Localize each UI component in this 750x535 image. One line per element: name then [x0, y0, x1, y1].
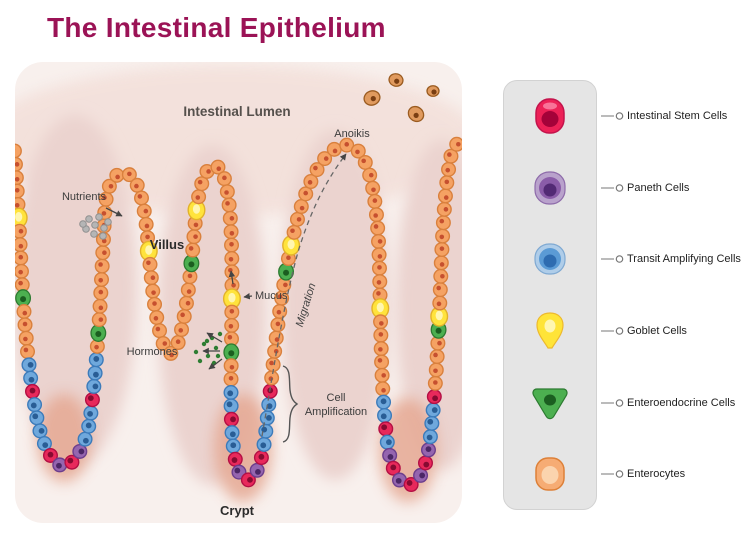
cell-amplification-brace [282, 365, 299, 443]
legend-item-enteroendocrine-cells: Enteroendocrine Cells [503, 367, 749, 439]
legend: Intestinal Stem Cells Paneth Cells [503, 80, 749, 510]
cell-amplification-label-line1: Cell [327, 392, 346, 404]
nutrient-dot [79, 220, 87, 228]
mucus-secretion-arrow [228, 270, 236, 285]
mucus-label: Mucus [255, 290, 288, 302]
hormone-dot [215, 353, 221, 359]
legend-leader [601, 398, 624, 407]
nutrient-dot [95, 213, 103, 221]
nutrient-dot [100, 224, 108, 232]
hormone-dot [201, 341, 207, 347]
legend-label-stem-cells: Intestinal Stem Cells [627, 109, 728, 122]
legend-item-enterocytes: Enterocytes [503, 438, 749, 510]
hormone-dot [193, 349, 199, 355]
anoikis-label: Anoikis [334, 128, 370, 140]
legend-leader [601, 255, 624, 263]
nutrient-dot [99, 232, 107, 240]
anoikis-cell [363, 90, 381, 106]
enterocyte-icon [535, 457, 565, 491]
migration-arrow [261, 153, 347, 437]
legend-item-paneth-cells: Paneth Cells [503, 152, 749, 224]
legend-item-transit-amplifying-cells: Transit Amplifying Cells [503, 223, 749, 295]
legend-panel [503, 80, 597, 510]
anoikis-cell [426, 85, 440, 97]
goblet-cell-icon [536, 312, 564, 349]
nutrients-arrow [105, 207, 123, 217]
hormone-dot [197, 358, 203, 364]
hormone-dot [205, 353, 211, 359]
stem-cell-icon [535, 98, 565, 134]
anoikis-cell [388, 73, 404, 87]
enteroendocrine-cell-icon [532, 387, 568, 419]
legend-label-transit-amplifying-cells: Transit Amplifying Cells [627, 253, 741, 266]
nutrients-label: Nutrients [62, 191, 107, 203]
nutrient-dot [104, 218, 112, 226]
nutrient-dot [91, 221, 99, 229]
crypt-label: Crypt [220, 503, 255, 518]
paneth-cell-icon [534, 170, 566, 205]
legend-item-goblet-cells: Goblet Cells [503, 295, 749, 367]
enterocyte-cell [15, 143, 22, 159]
hormones-arrow-1 [206, 332, 223, 343]
legend-label-enteroendocrine-cells: Enteroendocrine Cells [627, 396, 736, 409]
legend-leader [601, 470, 624, 478]
transit-amplifying-cell-icon [534, 243, 566, 275]
hormones-label: Hormones [127, 346, 178, 358]
page-title: The Intestinal Epithelium [47, 12, 386, 43]
mucus-arrow [243, 293, 253, 300]
hormone-dot [213, 345, 219, 351]
cell-amplification-label-line2: Amplification [305, 406, 367, 418]
diagram-panel: Intestinal Lumen Nutrients Villus Mucus … [15, 62, 462, 523]
intestinal-epithelium-diagram: Intestinal Lumen Nutrients Villus Mucus … [15, 65, 462, 518]
legend-label-enterocytes: Enterocytes [627, 468, 686, 481]
legend-leader [601, 183, 624, 192]
lumen-label: Intestinal Lumen [183, 104, 290, 119]
hormone-dot [217, 331, 223, 337]
annotations [105, 153, 347, 443]
nutrient-dot [85, 215, 93, 223]
legend-leader [601, 327, 624, 335]
nutrient-dot [90, 230, 98, 238]
anoikis-cell [407, 105, 425, 123]
hormone-dot [204, 338, 210, 344]
legend-label-paneth-cells: Paneth Cells [627, 181, 690, 194]
epithelium-cells [15, 73, 462, 493]
legend-item-stem-cells: Intestinal Stem Cells [503, 80, 749, 152]
legend-leader [601, 112, 624, 120]
enterocyte-cell [449, 136, 462, 152]
legend-label-goblet-cells: Goblet Cells [627, 324, 687, 337]
hormones-arrow-3 [208, 358, 223, 370]
villus-label: Villus [150, 237, 184, 252]
